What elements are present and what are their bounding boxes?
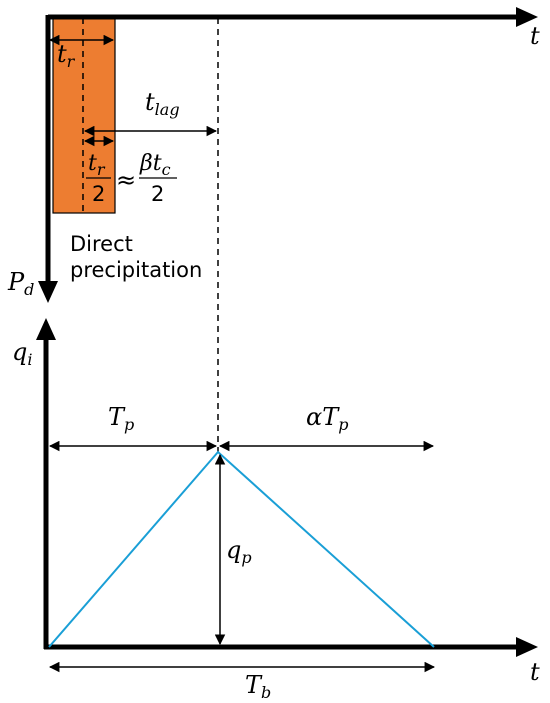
direct-precipitation-line1: Direct [70,232,133,256]
top-time-axis-arrowhead [516,7,538,27]
tp-label: Tp [108,403,134,434]
pd-label: Pd [7,268,34,299]
discharge-axis-arrowhead [36,318,56,340]
half-tr-numerator: tr [88,151,106,179]
qi-label: qi [12,338,33,369]
beta-tc-denominator: 2 [151,182,164,206]
rainfall-block [52,17,116,214]
half-tr-denominator: 2 [92,182,105,206]
alpha-tp-label: αTp [306,403,348,434]
beta-tc-numerator: βtc [139,151,171,179]
triangular-hydrograph [48,450,435,648]
bottom-time-axis-arrowhead [516,637,538,657]
tr-label: tr [57,40,76,71]
precipitation-axis-arrowhead [38,281,58,303]
tlag-label: tlag [145,88,180,119]
approx-sign: ≈ [116,166,136,194]
top-axis-t-label: t [530,22,540,50]
bottom-axis-t-label: t [530,658,540,686]
direct-precipitation-line2: precipitation [70,258,202,282]
qp-label: qp [226,536,252,567]
tb-label: Tb [245,671,271,702]
